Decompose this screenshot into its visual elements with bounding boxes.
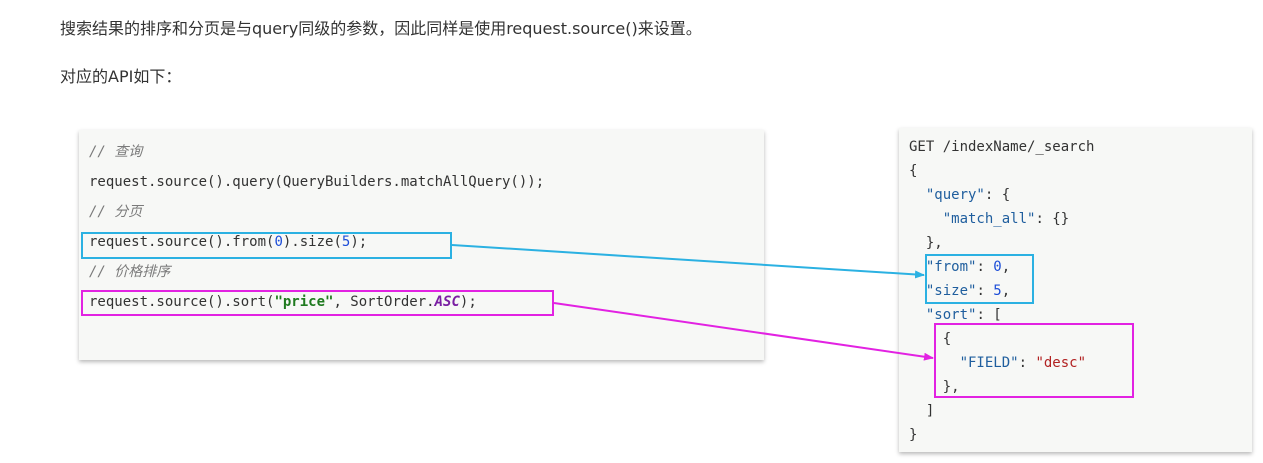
dsl-line-match-all: "match_all": {}	[909, 209, 1069, 229]
intro-paragraph: 搜索结果的排序和分页是与query同级的参数，因此同样是使用request.so…	[60, 19, 702, 38]
key-sort: "sort"	[925, 307, 977, 323]
pagination-arrow	[451, 244, 925, 279]
dsl-desc-value: "desc"	[1035, 355, 1087, 371]
comment-pagination: // 分页	[89, 204, 143, 220]
code-text: : {	[984, 187, 1011, 203]
code-text: ).size(	[282, 234, 342, 250]
code-text: :	[976, 283, 994, 299]
key-from: "from"	[925, 259, 977, 275]
java-code-block: // 查询 request.source().query(QueryBuilde…	[79, 130, 764, 360]
sort-arrow	[553, 302, 934, 361]
code-text: },	[942, 379, 960, 395]
code-line-sort: request.source().sort("price", SortOrder…	[89, 292, 477, 312]
dsl-code-block: GET /indexName/_search { "query": { "mat…	[899, 128, 1252, 452]
dsl-line-sort: "sort": [	[909, 305, 1002, 325]
code-line-query: request.source().query(QueryBuilders.mat…	[89, 174, 545, 190]
dsl-line-sort-obj-close: },	[909, 377, 960, 397]
code-text: : [	[976, 307, 1002, 323]
code-text: },	[925, 235, 943, 251]
dsl-line-from: "from": 0,	[909, 257, 1010, 277]
sort-field-string: "price"	[274, 294, 334, 310]
dsl-line-end: }	[909, 427, 918, 443]
sort-order-constant: ASC	[434, 294, 460, 310]
key-match-all: "match_all"	[942, 211, 1036, 227]
dsl-line-sort-open: {	[909, 329, 951, 349]
code-text: );	[350, 234, 368, 250]
dsl-line-open: {	[909, 163, 918, 179]
key-field: "FIELD"	[959, 355, 1019, 371]
dsl-line-close-query: },	[909, 233, 943, 253]
dsl-line-size: "size": 5,	[909, 281, 1010, 301]
from-value: 0	[274, 234, 283, 250]
code-text: ,	[1001, 283, 1011, 299]
code-text: :	[976, 259, 994, 275]
key-query: "query"	[925, 187, 985, 203]
code-text: , SortOrder.	[333, 294, 435, 310]
key-size: "size"	[925, 283, 977, 299]
code-text: );	[459, 294, 477, 310]
dsl-line-query: "query": {	[909, 185, 1010, 205]
size-value: 5	[341, 234, 351, 250]
code-text: ,	[1001, 259, 1011, 275]
code-text: request.source().sort(	[89, 294, 275, 310]
code-line-pagination: request.source().from(0).size(5);	[89, 232, 367, 252]
dsl-from-value: 0	[993, 259, 1002, 275]
dsl-line-get: GET /indexName/_search	[909, 139, 1095, 155]
api-label: 对应的API如下：	[60, 67, 182, 86]
comment-sort: // 价格排序	[89, 264, 171, 280]
dsl-line-sort-close: ]	[909, 401, 934, 421]
comment-query: // 查询	[89, 144, 143, 160]
code-text: ]	[925, 403, 935, 419]
dsl-line-field: "FIELD": "desc"	[909, 353, 1086, 373]
code-text: : {}	[1035, 211, 1070, 227]
dsl-size-value: 5	[993, 283, 1002, 299]
code-text: :	[1018, 355, 1036, 371]
code-text: request.source().from(	[89, 234, 275, 250]
code-text: {	[942, 331, 952, 347]
